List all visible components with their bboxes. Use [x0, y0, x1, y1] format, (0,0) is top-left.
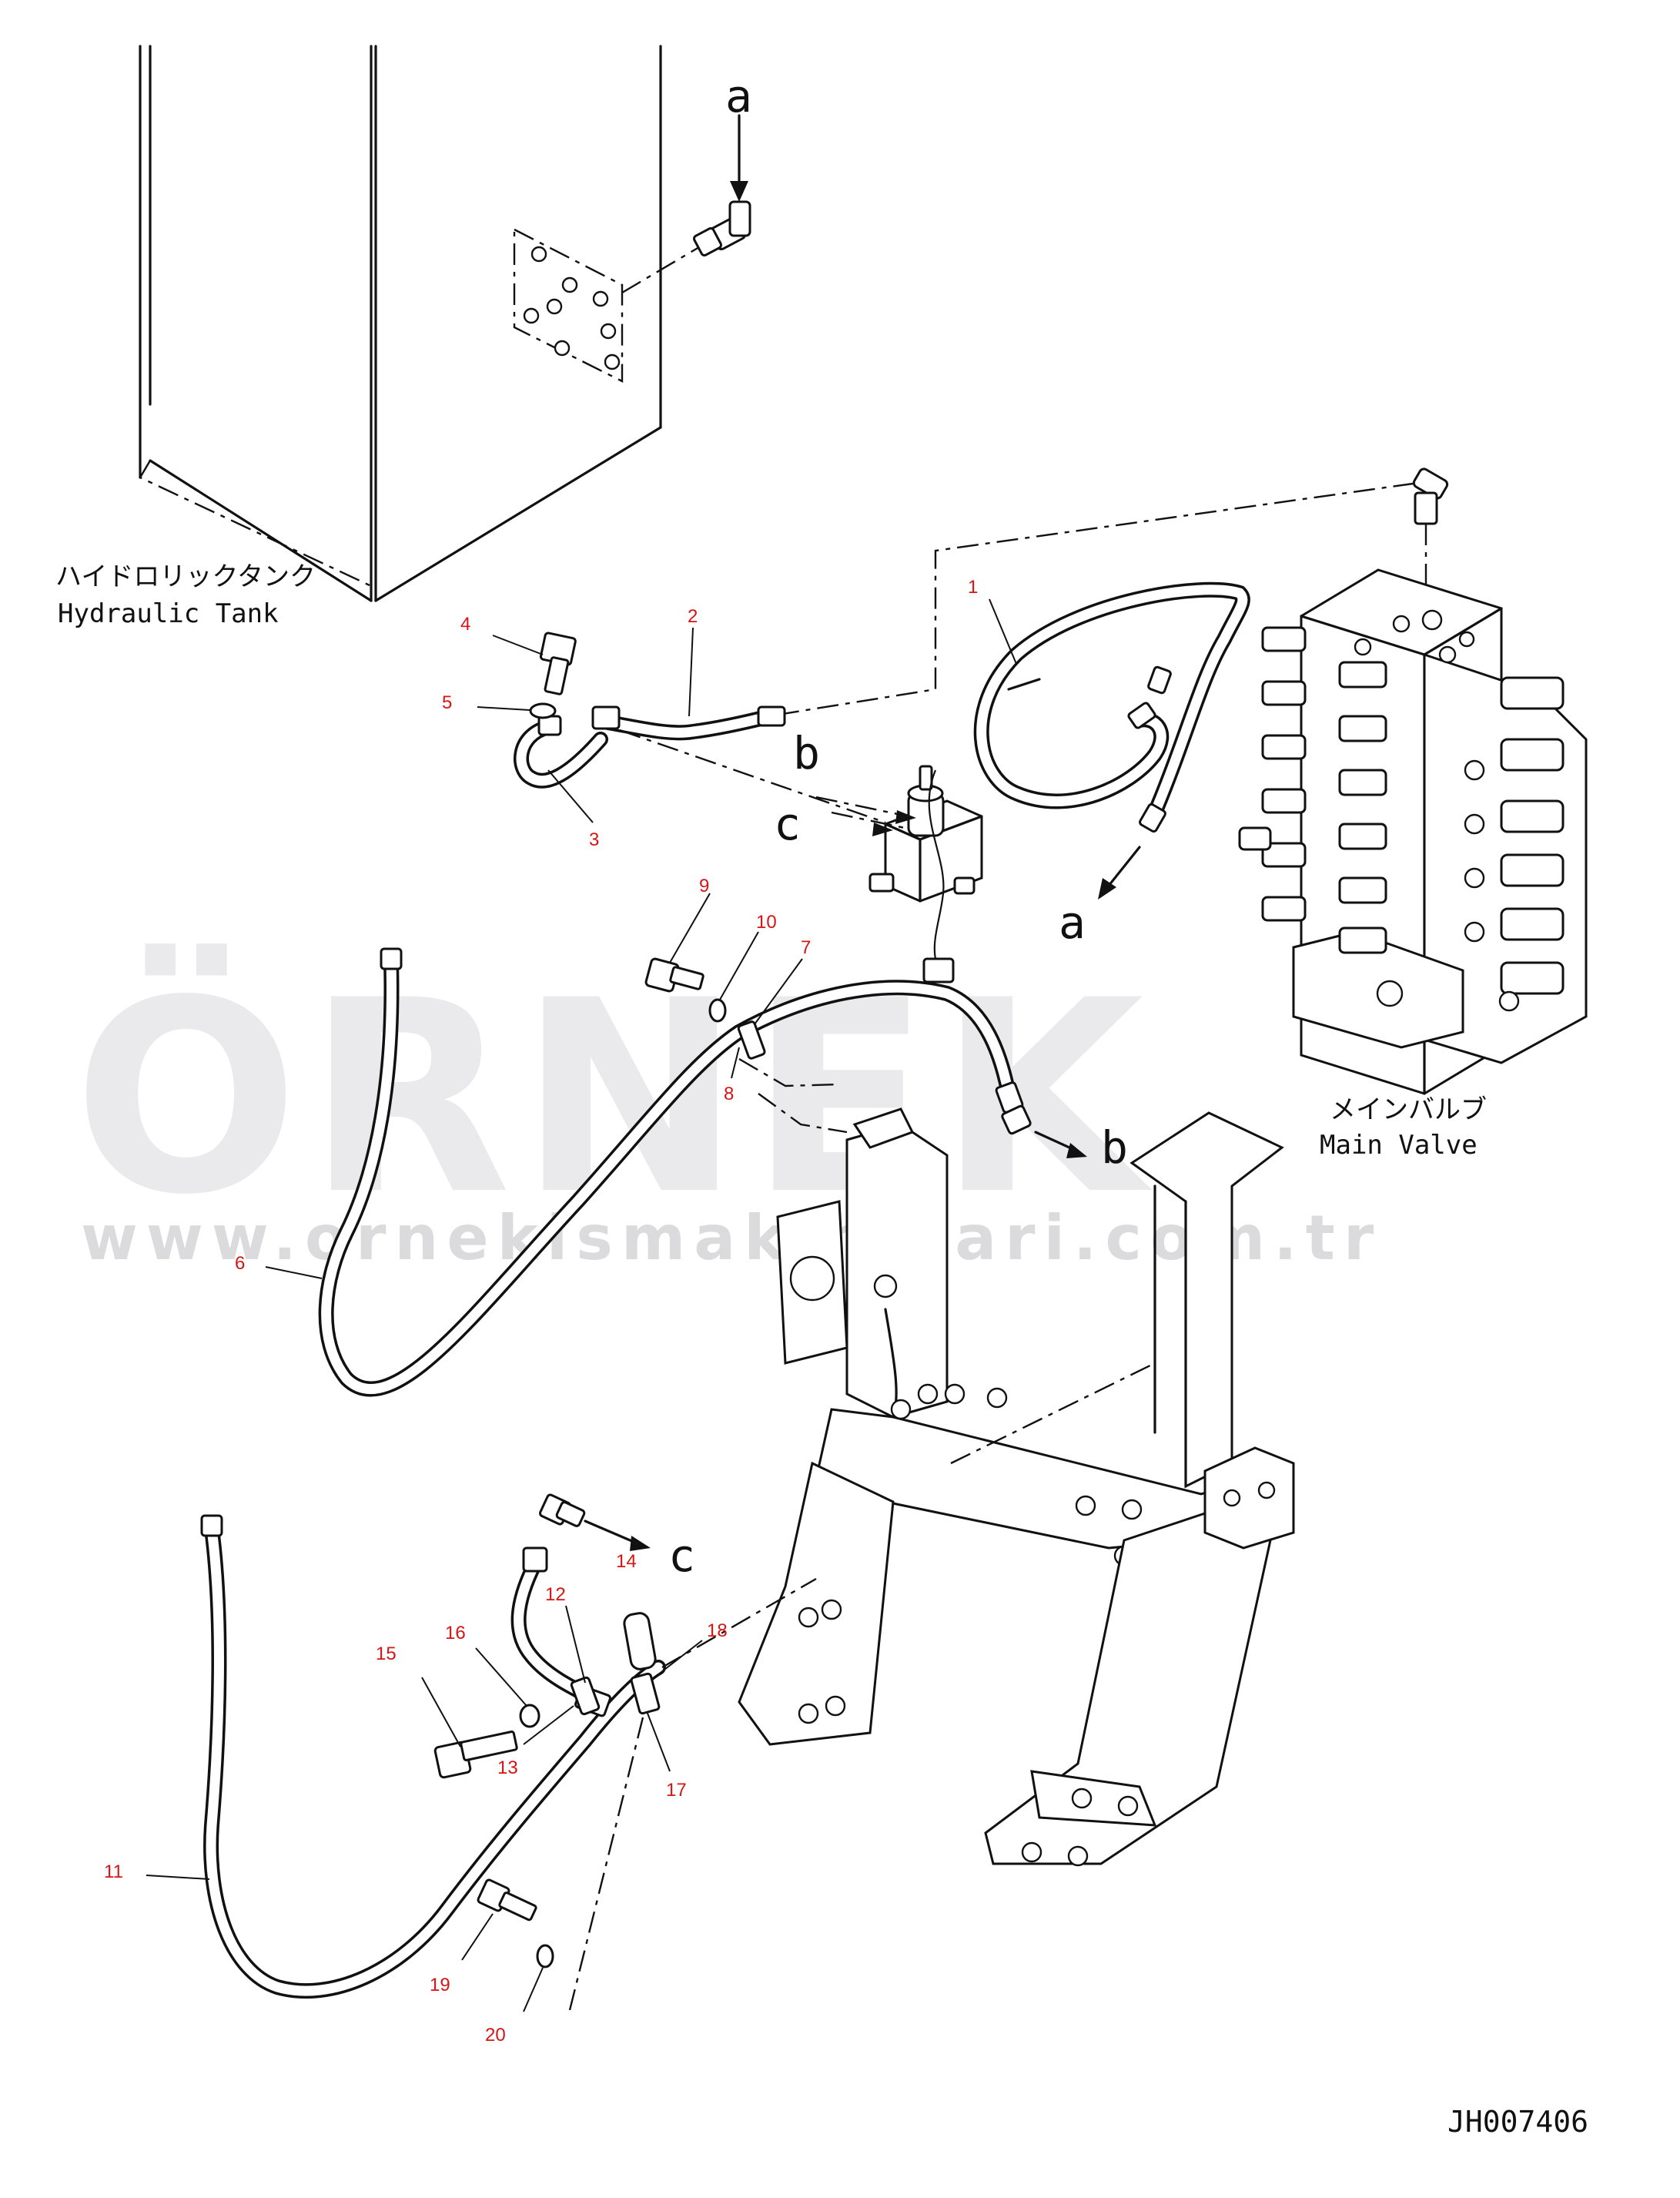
callout-8: 8 [724, 1084, 734, 1104]
bolt-19 [477, 1878, 537, 1922]
main-valve-label-en: Main Valve [1320, 1130, 1478, 1161]
main-valve-label-jp: メインバルブ [1330, 1094, 1487, 1125]
tube-3 [514, 715, 608, 789]
hose-11 [200, 1514, 666, 1999]
watermark-brand: ÖRNEK [73, 941, 1154, 1253]
washer-5 [529, 702, 557, 719]
clamp-13 [570, 1676, 601, 1716]
drawing-number: JH007406 [1447, 2105, 1588, 2139]
tank-label-en: Hydraulic Tank [58, 598, 279, 629]
callout-5: 5 [442, 692, 452, 713]
bolt-4 [539, 632, 577, 695]
letter-c-top: c [774, 798, 801, 850]
watermark-url: www.ornekismakinalari.com.tr [81, 1202, 1382, 1274]
callout-3: 3 [589, 829, 599, 850]
callout-12: 12 [545, 1584, 566, 1605]
callout-13: 13 [497, 1757, 518, 1778]
letter-a-bottom: a [1059, 896, 1086, 949]
callout-17: 17 [666, 1780, 687, 1801]
washer-10 [708, 998, 727, 1023]
letter-c-bottom: c [668, 1530, 695, 1582]
callout-15: 15 [376, 1643, 397, 1664]
solenoid-valve [868, 765, 983, 983]
tank-flange-plate [513, 228, 624, 383]
letter-a-top: a [725, 70, 752, 122]
main-valve: メインバルブ Main Valve [1238, 467, 1588, 1161]
callout-1: 1 [968, 577, 978, 598]
callout-14: 14 [616, 1551, 637, 1572]
callout-6: 6 [235, 1253, 245, 1274]
clamp-17 [630, 1672, 661, 1715]
hose-6 [318, 947, 1032, 1397]
callout-7: 7 [801, 937, 811, 958]
elbow-c-fitting [538, 1493, 586, 1527]
callout-18: 18 [707, 1620, 728, 1641]
clamp-7-8 [737, 1020, 766, 1060]
watermark: ÖRNEK www.ornekismakinalari.com.tr [73, 941, 1382, 1274]
hose-1 [973, 581, 1250, 833]
bolt-9 [644, 957, 704, 993]
main-valve-spools [1238, 609, 1565, 1012]
sleeve-14 [623, 1612, 657, 1670]
washer-20 [536, 1944, 554, 1968]
letter-b-top: b [793, 727, 820, 779]
hose-2 [591, 705, 786, 741]
main-valve-elbow [1412, 467, 1449, 525]
bolt-15 [433, 1731, 518, 1779]
hydraulic-tank: a ハイドロリックタンク Hydraulic Tank [55, 45, 752, 629]
callout-10: 10 [756, 912, 777, 933]
callout-9: 9 [699, 876, 709, 896]
pedal-bracket-frame [738, 1107, 1295, 1867]
washer-16 [519, 1704, 540, 1728]
callout-16: 16 [445, 1623, 466, 1643]
callout-20: 20 [485, 2025, 506, 2046]
callout-19: 19 [430, 1975, 450, 1995]
callouts: 1 2 3 4 5 6 7 8 9 10 11 12 13 14 15 16 1… [104, 577, 1017, 2046]
tank-elbow-fitting [692, 200, 751, 257]
callout-11: 11 [104, 1861, 123, 1882]
callout-4: 4 [460, 614, 470, 635]
tank-label-jp: ハイドロリックタンク [55, 561, 316, 592]
hose-12 [510, 1546, 611, 1717]
letter-b-bottom: b [1101, 1121, 1128, 1174]
callout-2: 2 [688, 606, 698, 627]
